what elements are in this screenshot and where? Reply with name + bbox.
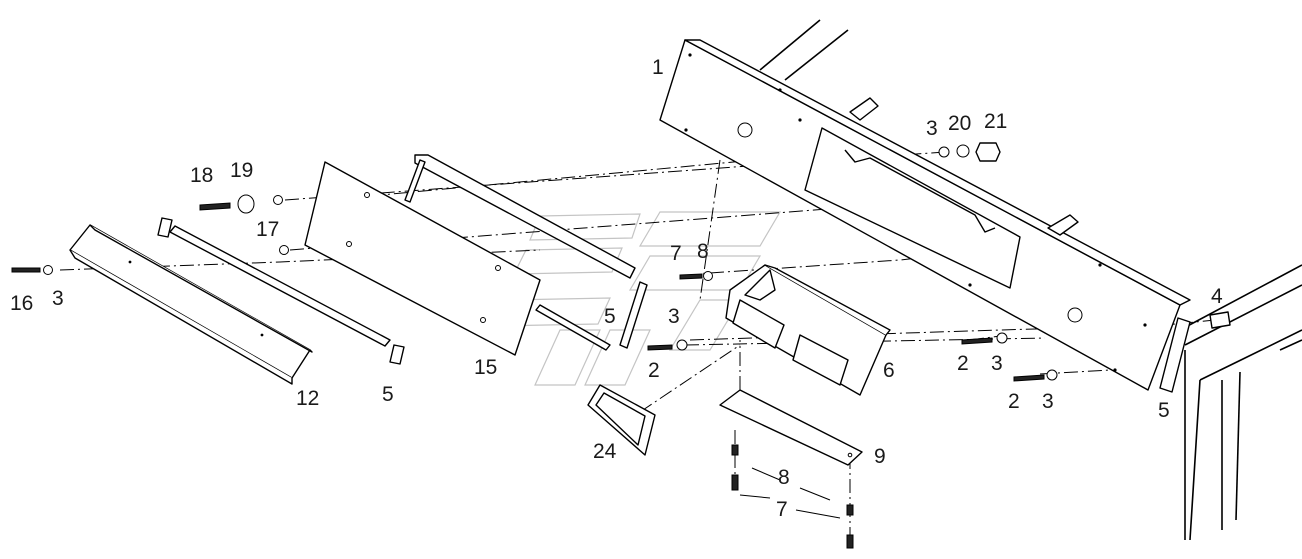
callout-9: 9 bbox=[874, 445, 886, 468]
callout-21: 21 bbox=[984, 110, 1007, 133]
callout-3: 3 bbox=[668, 305, 680, 328]
callout-2: 2 bbox=[648, 359, 660, 382]
callout-7: 7 bbox=[670, 242, 682, 265]
callout-8: 8 bbox=[778, 466, 790, 489]
part-9-bottom-plate bbox=[719, 389, 863, 466]
callout-4: 4 bbox=[1211, 285, 1223, 308]
long-rod bbox=[157, 217, 405, 365]
callout-24: 24 bbox=[593, 440, 617, 463]
callout-6: 6 bbox=[883, 359, 895, 382]
callout-3: 3 bbox=[52, 287, 64, 310]
callout-8: 8 bbox=[697, 240, 709, 263]
fasteners bbox=[11, 142, 1231, 549]
callout-18: 18 bbox=[190, 164, 213, 187]
callout-12: 12 bbox=[296, 387, 319, 410]
callout-3: 3 bbox=[991, 352, 1003, 375]
callout-19: 19 bbox=[230, 159, 253, 182]
leader-lines bbox=[739, 467, 841, 519]
callout-5: 5 bbox=[604, 305, 616, 328]
part-6-lamp-housing bbox=[725, 264, 891, 396]
callout-7: 7 bbox=[776, 498, 788, 521]
callout-16: 16 bbox=[10, 292, 33, 315]
callout-3: 3 bbox=[1042, 390, 1054, 413]
callout-17: 17 bbox=[256, 218, 279, 241]
inner-bracket-plate bbox=[804, 127, 1021, 289]
vehicle-frame bbox=[759, 19, 1302, 541]
callout-1: 1 bbox=[652, 56, 664, 79]
callout-20: 20 bbox=[948, 112, 971, 135]
part-12-angle-trim bbox=[69, 224, 313, 385]
part-24-lamp-lens bbox=[587, 384, 656, 456]
callout-5: 5 bbox=[1158, 399, 1170, 422]
part-5-strips bbox=[404, 154, 1191, 393]
callout-labels: 1 3 20 21 18 19 17 7 8 16 3 5 3 4 2 3 6 … bbox=[10, 56, 1223, 521]
callout-2: 2 bbox=[1008, 390, 1020, 413]
part-15-panel bbox=[304, 161, 541, 356]
callout-15: 15 bbox=[474, 356, 497, 379]
callout-3: 3 bbox=[926, 117, 938, 140]
callout-5: 5 bbox=[382, 383, 394, 406]
callout-2: 2 bbox=[957, 352, 969, 375]
